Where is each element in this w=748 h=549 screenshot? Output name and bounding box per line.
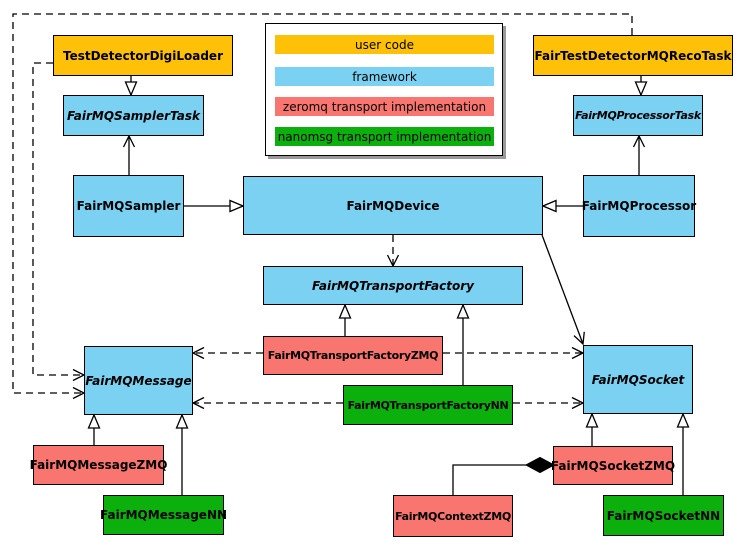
node-fairmq-message: FairMQMessage xyxy=(84,346,193,415)
node-fairmq-transport-factory: FairMQTransportFactory xyxy=(263,266,523,305)
node-fairmq-message-zmq: FairMQMessageZMQ xyxy=(30,445,167,485)
legend-item-user-code: user code xyxy=(275,35,494,54)
node-fairmq-context-zmq: FairMQContextZMQ xyxy=(393,495,513,537)
edge-device-socket xyxy=(541,234,585,346)
node-fairmq-processor: FairMQProcessor xyxy=(582,175,696,237)
node-fairmq-device: FairMQDevice xyxy=(243,176,543,235)
node-fairmq-processor-task: FairMQProcessorTask xyxy=(573,95,703,136)
node-fairmq-message-nn: FairMQMessageNN xyxy=(100,495,227,535)
node-test-detector-digi-loader: TestDetectorDigiLoader xyxy=(53,35,233,76)
legend-item-nanomsg: nanomsg transport implementation xyxy=(275,127,494,146)
node-fair-test-detector-mq-reco-task: FairTestDetectorMQRecoTask xyxy=(533,35,733,76)
node-fairmq-sampler: FairMQSampler xyxy=(73,175,184,237)
node-fairmq-socket-zmq: FairMQSocketZMQ xyxy=(551,446,675,485)
node-fairmq-socket-nn: FairMQSocketNN xyxy=(603,495,724,536)
node-fairmq-socket: FairMQSocket xyxy=(583,345,693,414)
legend-item-zeromq: zeromq transport implementation xyxy=(275,97,494,116)
composition-diamond xyxy=(524,456,556,474)
node-fairmq-sampler-task: FairMQSamplerTask xyxy=(63,95,204,136)
edge-contextzmq-socketzmq xyxy=(452,464,526,495)
node-fairmq-transport-factory-zmq: FairMQTransportFactoryZMQ xyxy=(263,336,443,375)
legend: user code framework zeromq transport imp… xyxy=(265,23,503,156)
legend-item-framework: framework xyxy=(275,67,494,86)
node-fairmq-transport-factory-nn: FairMQTransportFactoryNN xyxy=(343,385,513,425)
